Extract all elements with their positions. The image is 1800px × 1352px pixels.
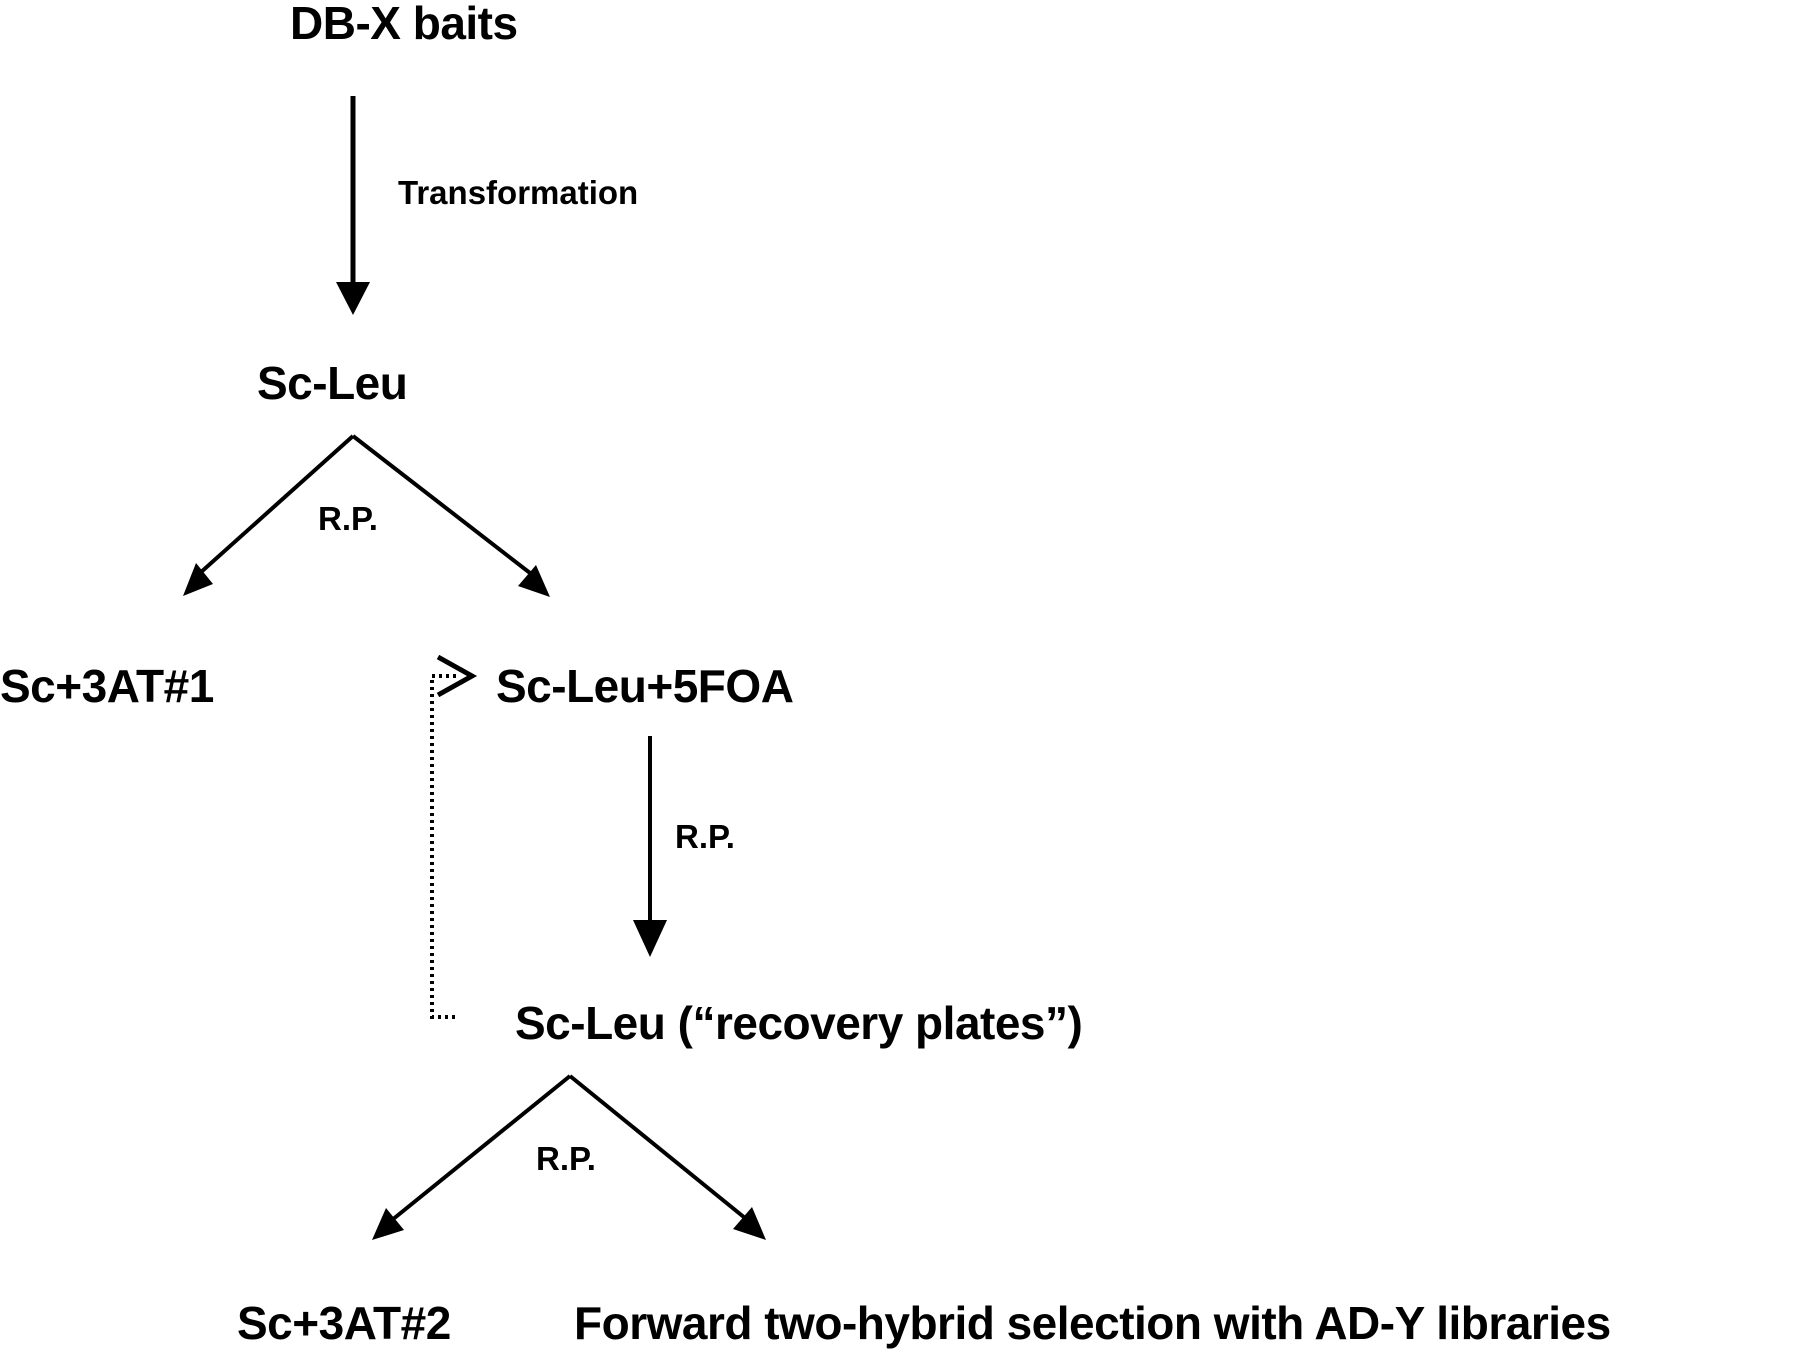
node-sc-leu-5foa: Sc-Leu+5FOA [496, 660, 794, 712]
arrowhead [372, 1208, 404, 1240]
node-sc-3at-1: Sc+3AT#1 [0, 660, 214, 712]
label-rp-2: R.P. [675, 818, 735, 855]
label-rp-1: R.P. [318, 500, 378, 537]
node-sc-leu-recovery-plates: Sc-Leu (“recovery plates”) [515, 997, 1083, 1049]
feedback-arrowhead [436, 654, 478, 698]
arrow-to-sc-3at-1 [198, 434, 355, 575]
node-db-x-baits: DB-X baits [290, 0, 518, 49]
node-sc-leu: Sc-Leu [257, 357, 408, 409]
arrow-to-sc-3at-2 [390, 1074, 572, 1222]
arrowhead [518, 565, 550, 597]
arrowhead [733, 1207, 766, 1240]
arrowhead [336, 282, 370, 315]
node-sc-3at-2: Sc+3AT#2 [237, 1297, 451, 1349]
label-transformation: Transformation [398, 174, 639, 211]
node-forward-two-hybrid-selection: Forward two-hybrid selection with AD-Y l… [574, 1297, 1611, 1349]
arrowhead [633, 920, 667, 957]
label-rp-3: R.P. [536, 1140, 596, 1177]
dotted-feedback-loop [430, 674, 458, 1019]
arrow-to-sc-leu-5foa [351, 434, 532, 575]
arrow-to-forward-selection [568, 1074, 747, 1220]
arrowhead [183, 563, 213, 596]
